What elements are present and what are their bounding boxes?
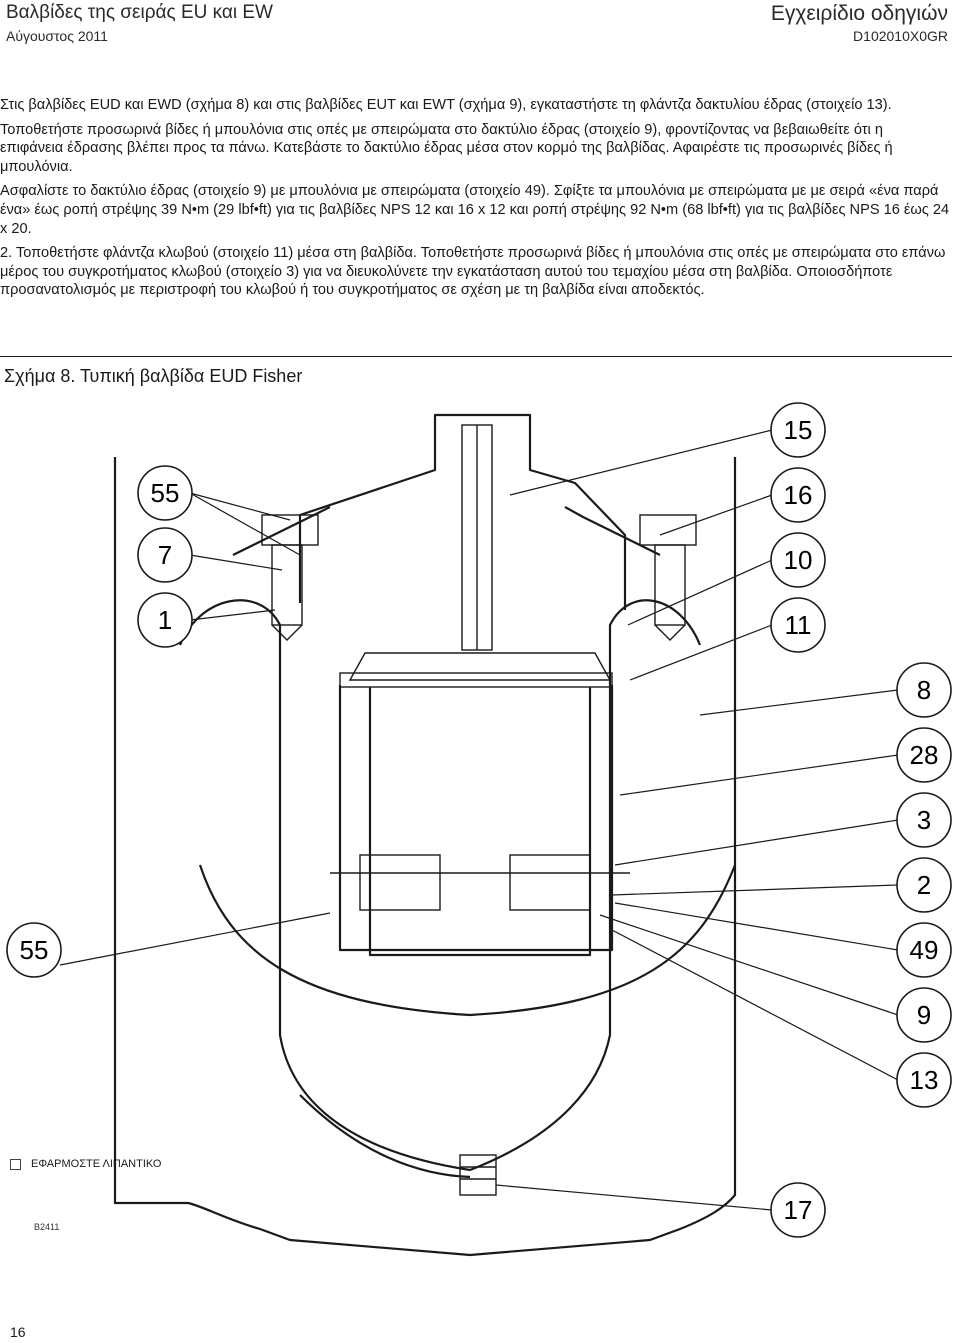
- paragraph-1: Στις βαλβίδες EUD και EWD (σχήμα 8) και …: [0, 97, 892, 113]
- legend-text: ΕΦΑΡΜΟΣΤΕ ΛΙΠΑΝΤΙΚΟ: [31, 1158, 162, 1170]
- callout-label: 55: [151, 478, 180, 508]
- callout-label: 13: [910, 1065, 939, 1095]
- callout-label: 1: [158, 605, 172, 635]
- callout-label: 55: [20, 935, 49, 965]
- callout-label: 9: [917, 1000, 931, 1030]
- callout-label: 8: [917, 675, 931, 705]
- paragraph-2: Τοποθετήστε προσωρινά βίδες ή μπουλόνια …: [0, 121, 893, 175]
- callout-label: 15: [784, 415, 813, 445]
- callouts-left: 55 7 1 55: [6, 465, 193, 978]
- header-document-code: D102010X0GR: [853, 28, 948, 44]
- callout-circle: [896, 922, 952, 978]
- valve-outline: [113, 413, 737, 1257]
- callout-circle: [896, 987, 952, 1043]
- callout-leaders: [59, 429, 899, 1211]
- callout-label: 17: [784, 1195, 813, 1225]
- callout-label: 28: [910, 740, 939, 770]
- callout-circle: [770, 597, 826, 653]
- header-date: Αύγουστος 2011: [6, 28, 108, 44]
- callout-circle: [896, 857, 952, 913]
- callout-circle: [770, 402, 826, 458]
- valve-internals: [261, 424, 697, 1196]
- paragraph-3: Ασφαλίστε το δακτύλιο έδρας (στοιχείο 9)…: [0, 183, 950, 237]
- figure-title: Σχήμα 8. Τυπική βαλβίδα EUD Fisher: [4, 366, 303, 386]
- callout-label: 49: [910, 935, 939, 965]
- callout-bottom: 17: [770, 1182, 826, 1238]
- callout-label: 2: [917, 870, 931, 900]
- callout-label: 11: [785, 610, 812, 640]
- callout-circle: [896, 662, 952, 718]
- header-manual-title: Εγχειρίδιο οδηγιών: [770, 2, 948, 25]
- callout-circle: [896, 1052, 952, 1108]
- header-title: Βαλβίδες της σειράς EU και EW: [6, 2, 273, 23]
- legend-box-icon: [10, 1158, 21, 1170]
- callout-circle: [896, 727, 952, 783]
- callout-circle: [770, 467, 826, 523]
- callout-circle: [6, 922, 62, 978]
- callout-label: 7: [158, 540, 172, 570]
- lubricant-legend: ΕΦΑΡΜΟΣΤΕ ΛΙΠΑΝΤΙΚΟ: [10, 1158, 161, 1170]
- callout-label: 16: [784, 480, 813, 510]
- callouts-right: 15 16 10 11 8 28 3 2 49 9 13: [770, 402, 952, 1108]
- callout-label: 10: [784, 545, 813, 575]
- instructions-text: Στις βαλβίδες EUD και EWD (σχήμα 8) και …: [0, 96, 950, 306]
- callout-circle: [137, 527, 193, 583]
- valve-drawing: 55 7 1 55 15 16 10 11 8 28 3 2 49 9 13 1…: [6, 402, 952, 1257]
- paragraph-4: 2. Τοποθετήστε φλάντζα κλωβού (στοιχείο …: [0, 245, 946, 299]
- section-divider: [0, 356, 952, 357]
- callout-circle: [770, 532, 826, 588]
- callout-circle: [137, 465, 193, 521]
- callout-circle: [896, 792, 952, 848]
- page-number: 16: [10, 1324, 26, 1340]
- callout-circle: [770, 1182, 826, 1238]
- callout-circle: [137, 592, 193, 648]
- drawing-code: B2411: [34, 1222, 60, 1232]
- callout-label: 3: [917, 805, 931, 835]
